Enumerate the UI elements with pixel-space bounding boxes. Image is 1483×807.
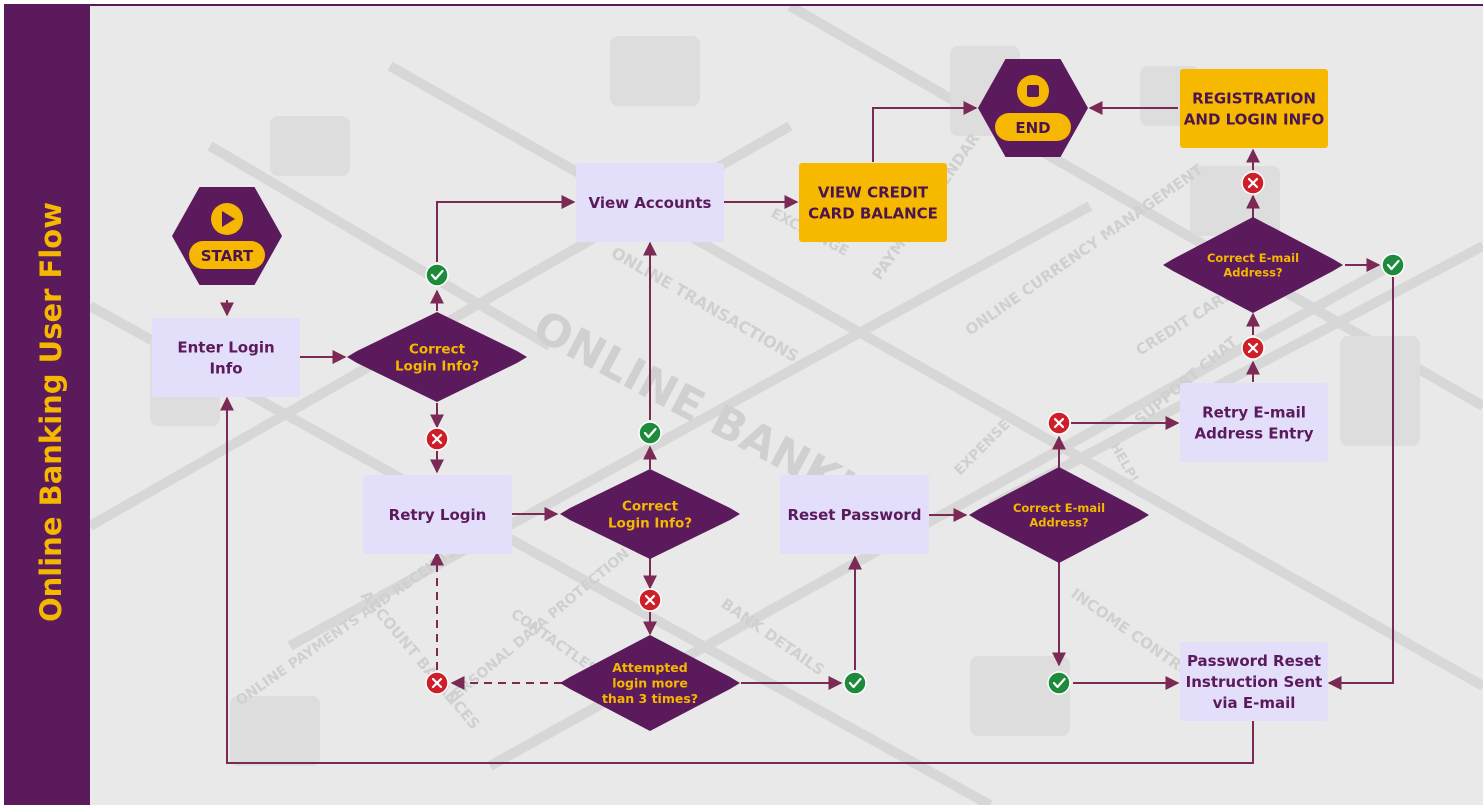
process-box (152, 318, 300, 397)
process-label: Enter Login (177, 338, 274, 356)
no-cross-icon (1241, 171, 1265, 195)
decision-diamond (560, 469, 740, 559)
process-label: Password Reset (1187, 652, 1321, 670)
process-box (780, 475, 929, 554)
process-label: Retry Login (389, 506, 487, 524)
highlight-box (1180, 69, 1328, 148)
yes-check-icon (1047, 671, 1071, 695)
process-box (1180, 642, 1328, 721)
connectors (220, 101, 1394, 764)
stop-icon (1017, 75, 1049, 107)
terminal-label: START (201, 247, 254, 265)
highlight-label: VIEW CREDIT (818, 183, 929, 201)
no-cross-icon (425, 671, 449, 695)
no-cross-icon (1047, 411, 1071, 435)
process-view-accounts: View Accounts (576, 163, 724, 242)
yes-check-icon (843, 671, 867, 695)
decision-label: login more (612, 676, 688, 691)
process-label: Retry E-mail (1202, 403, 1306, 421)
decision-label: Login Info? (395, 358, 479, 374)
terminal-hexagon (978, 59, 1088, 157)
terminal-pill (189, 241, 265, 269)
top-border (90, 4, 1483, 6)
decision-label: Address? (1029, 515, 1088, 529)
decision-label: than 3 times? (602, 691, 698, 706)
yes-check-icon (638, 421, 662, 445)
process-label: via E-mail (1213, 694, 1296, 712)
highlight-label: AND LOGIN INFO (1184, 110, 1324, 128)
terminal-pill (995, 113, 1071, 141)
connector-arrow (872, 101, 978, 162)
markers (425, 171, 1405, 695)
highlight-label: CARD BALANCE (808, 204, 938, 222)
decision-diamond (560, 635, 740, 731)
title-sidebar (4, 4, 90, 805)
highlight-view-credit-card: VIEW CREDIT CARD BALANCE (799, 163, 947, 242)
yes-check-icon (425, 263, 449, 287)
decision-label: Correct (622, 498, 679, 514)
decision-label: Attempted (612, 660, 687, 675)
connector-arrow (436, 195, 576, 262)
process-label: View Accounts (589, 194, 712, 212)
no-cross-icon (425, 427, 449, 451)
decision-label: Login Info? (608, 515, 692, 531)
no-cross-icon (1241, 336, 1265, 360)
process-box (1180, 383, 1328, 462)
end-terminal: END (978, 59, 1088, 157)
highlight-registration-login: REGISTRATION AND LOGIN INFO (1180, 69, 1328, 148)
decision-label: Correct E-mail (1207, 251, 1299, 265)
process-label: Info (209, 359, 242, 377)
process-box (363, 475, 512, 554)
decision-diamond (969, 467, 1149, 563)
decision-diamond (1163, 217, 1343, 313)
terminal-hexagon (172, 187, 282, 285)
decision-label: Correct (409, 341, 466, 357)
highlight-box (799, 163, 947, 242)
process-label: Address Entry (1194, 424, 1313, 442)
yes-check-icon (1381, 253, 1405, 277)
highlight-label: REGISTRATION (1192, 89, 1316, 107)
terminal-label: END (1015, 119, 1050, 137)
process-label: Reset Password (787, 506, 921, 524)
process-label: Instruction Sent (1186, 673, 1323, 691)
connector-arrow (220, 396, 1254, 764)
connector-arrow (1327, 277, 1394, 690)
decision-diamond (347, 312, 527, 402)
start-terminal: START (172, 187, 282, 285)
play-icon (211, 203, 243, 235)
no-cross-icon (638, 588, 662, 612)
process-reset-password: Reset Password (780, 475, 929, 554)
decision-label: Correct E-mail (1013, 501, 1105, 515)
process-retry-login: Retry Login (363, 475, 512, 554)
process-box (576, 163, 724, 242)
decision-label: Address? (1223, 265, 1282, 279)
